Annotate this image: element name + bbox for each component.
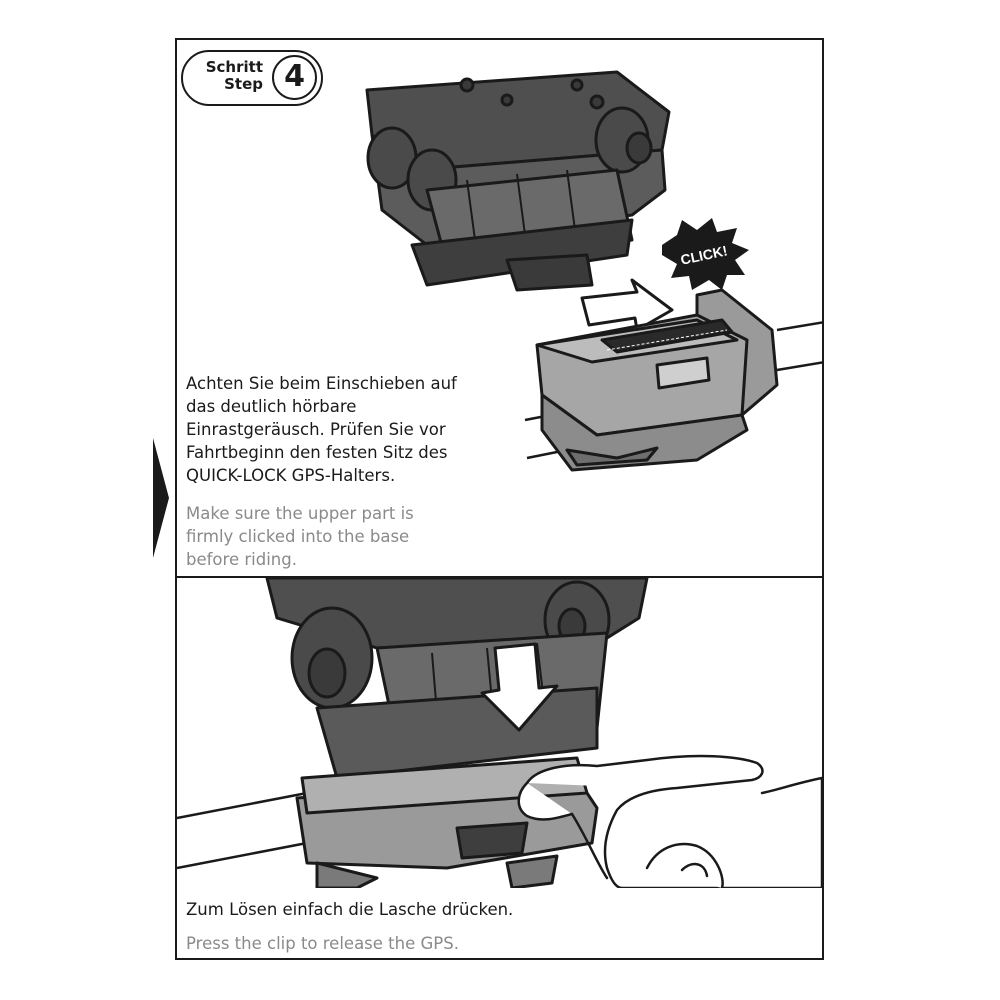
instruction-text-en: Make sure the upper part is firmly click… [186, 502, 414, 571]
step-number: 4 [272, 55, 317, 100]
instruction-text-de: Achten Sie beim Einschieben auf das deut… [186, 372, 457, 487]
press-down-arrow-icon [480, 642, 559, 732]
release-text-de: Zum Lösen einfach die Lasche drücken. [186, 900, 514, 919]
base-mount-part [535, 288, 779, 472]
instruction-en-line-2: firmly clicked into the base [186, 527, 410, 546]
release-text-en: Press the clip to release the GPS. [186, 934, 459, 953]
mount-slide-illustration: CLICK! [365, 70, 822, 472]
instruction-de-line-1: Achten Sie beim Einschieben auf [186, 374, 457, 393]
step-label-en: Step [224, 75, 263, 93]
instruction-de-line-4: Fahrtbeginn den festen Sitz des [186, 443, 448, 462]
instruction-en-line-3: before riding. [186, 550, 297, 569]
instruction-de-line-2: das deutlich hörbare [186, 397, 357, 416]
section-divider [177, 576, 822, 578]
instruction-de-line-5: QUICK-LOCK GPS-Halters. [186, 466, 396, 485]
step-badge: Schritt Step 4 [181, 50, 323, 106]
instruction-de-line-3: Einrastgeräusch. Prüfen Sie vor [186, 420, 446, 439]
step-panel: Schritt Step 4 [175, 38, 824, 960]
mount-release-illustration [177, 578, 822, 888]
upper-mount-part-lower [265, 578, 649, 780]
click-burst: CLICK! [662, 218, 749, 290]
page-edge-arrow-icon [153, 438, 169, 558]
step-label-de: Schritt [205, 58, 263, 76]
slide-arrow-icon [580, 278, 674, 332]
upper-mount-part [365, 70, 671, 292]
hand-illustration [517, 754, 822, 888]
instruction-en-line-1: Make sure the upper part is [186, 504, 414, 523]
step-label: Schritt Step [203, 59, 263, 93]
